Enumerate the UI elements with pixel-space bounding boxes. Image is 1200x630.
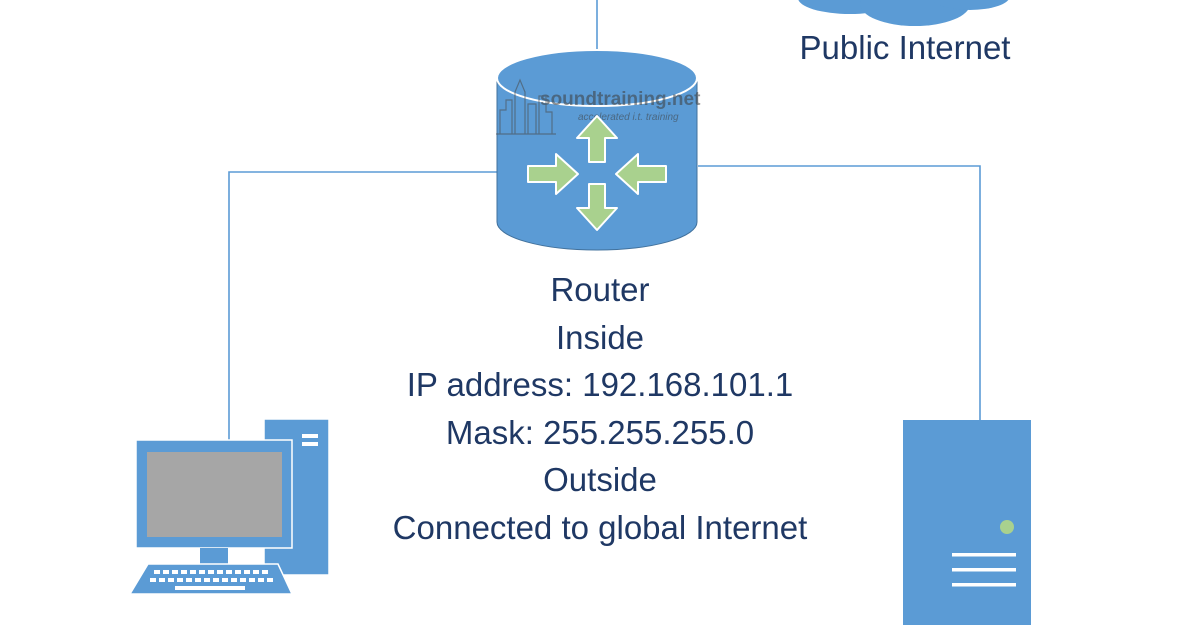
inside-heading: Inside	[555, 318, 645, 356]
arrow-up-icon	[576, 115, 618, 163]
monitor-stand	[200, 548, 228, 564]
cloud-label: Public Internet	[799, 29, 1011, 66]
router-info: Router Inside IP address: 192.168.101.1 …	[300, 266, 900, 551]
keyboard-keys	[150, 570, 273, 590]
desktop-computer-icon	[128, 418, 330, 595]
router-icon: soundtraining.net accelerated i.t. train…	[496, 49, 701, 251]
outside-connection: Connected to global Internet	[392, 508, 808, 546]
cloud-icon	[798, 0, 1009, 26]
arrow-down-icon	[576, 183, 618, 231]
arrow-left-in-icon	[615, 153, 667, 195]
soundtraining-logo: soundtraining.net accelerated i.t. train…	[496, 78, 701, 135]
inside-ip-address: IP address: 192.168.101.1	[406, 366, 794, 403]
server-tower-icon	[903, 420, 1031, 625]
logo-tagline: accelerated i.t. training	[578, 112, 679, 123]
logo-name: soundtraining.net	[540, 89, 701, 110]
server-led	[1000, 520, 1014, 534]
outside-heading: Outside	[543, 461, 657, 498]
link-router-to-workstation	[228, 171, 498, 440]
connection-lines	[228, 0, 981, 440]
router-title: Router	[550, 271, 650, 308]
keyboard	[128, 563, 294, 595]
arrow-right-in-icon	[527, 153, 579, 195]
inside-subnet-mask: Mask: 255.255.255.0	[445, 413, 755, 451]
monitor-screen	[147, 452, 282, 537]
link-router-to-server	[698, 165, 981, 420]
